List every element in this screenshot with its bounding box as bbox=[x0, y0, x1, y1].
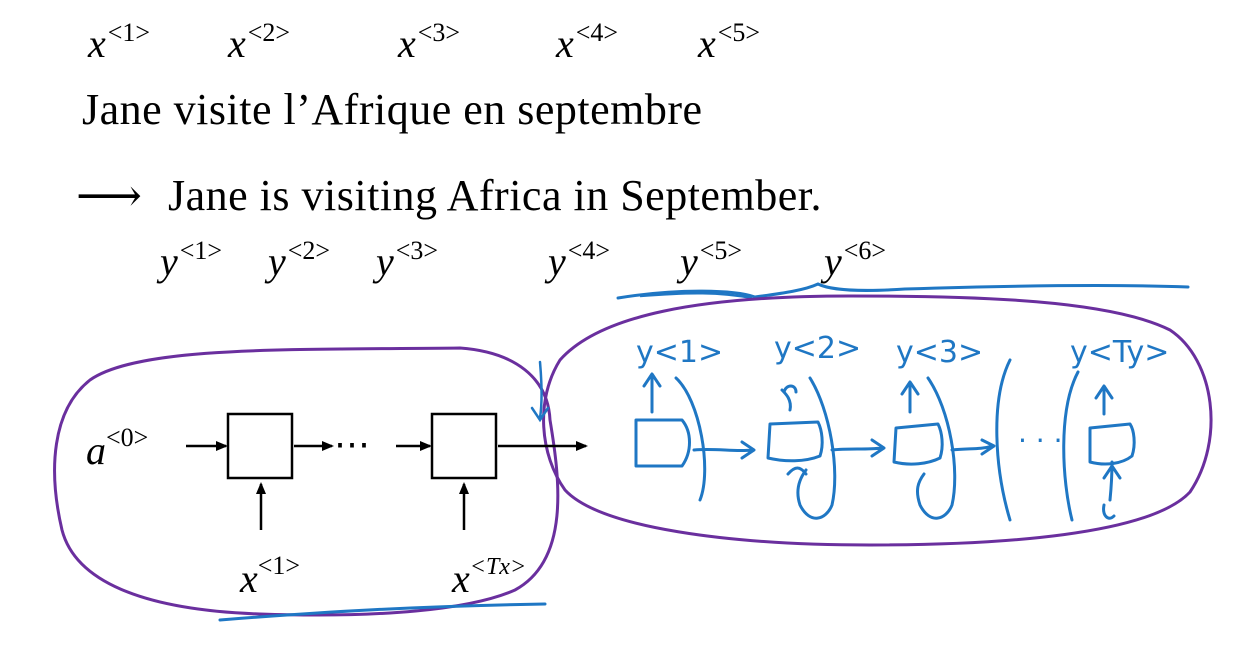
decoder-circle bbox=[542, 294, 1213, 547]
input-last-label: x<Tx> bbox=[451, 554, 526, 601]
target-sentence: Jane is visiting Africa in September. bbox=[168, 171, 822, 220]
target-token-6: y<6> bbox=[824, 236, 887, 284]
source-token-4: x<4> bbox=[556, 18, 619, 66]
source-sentence: Jane visite l’Afrique en septembre bbox=[82, 85, 703, 134]
encoder-cell-last bbox=[430, 412, 498, 480]
decoder-output-1: y<1> bbox=[636, 335, 723, 370]
target-token-3: y<3> bbox=[376, 236, 439, 284]
target-token-4: y<4> bbox=[548, 236, 611, 284]
decoder-cell-1 bbox=[634, 418, 691, 468]
source-token-2: x<2> bbox=[228, 18, 291, 66]
decoder-cell-3 bbox=[892, 422, 944, 466]
target-token-5: y<5> bbox=[680, 236, 743, 284]
target-token-1: y<1> bbox=[160, 236, 223, 284]
target-token-2: y<2> bbox=[268, 236, 331, 284]
source-token-3: x<3> bbox=[398, 18, 461, 66]
decoder-output-3: y<3> bbox=[896, 335, 983, 370]
encoder-cell-first bbox=[226, 412, 294, 480]
decoder-cell-2 bbox=[766, 420, 824, 463]
source-token-5: x<5> bbox=[698, 18, 761, 66]
translation-arrow: ⟶ bbox=[76, 170, 143, 221]
source-token-1: x<1> bbox=[88, 18, 151, 66]
target-brace bbox=[616, 282, 1190, 300]
decoder-output-last: y<Ty> bbox=[1070, 335, 1169, 370]
encoder-circle bbox=[53, 346, 560, 617]
decoder-ellipsis: · · · bbox=[1018, 424, 1063, 457]
decoder-output-2: y<2> bbox=[774, 331, 861, 366]
decoder-cell-last bbox=[1088, 422, 1136, 466]
encoder-ellipsis: ⋯ bbox=[334, 424, 370, 464]
init-state-label: a<0> bbox=[86, 423, 148, 473]
input-first-label: x<1> bbox=[239, 551, 300, 601]
